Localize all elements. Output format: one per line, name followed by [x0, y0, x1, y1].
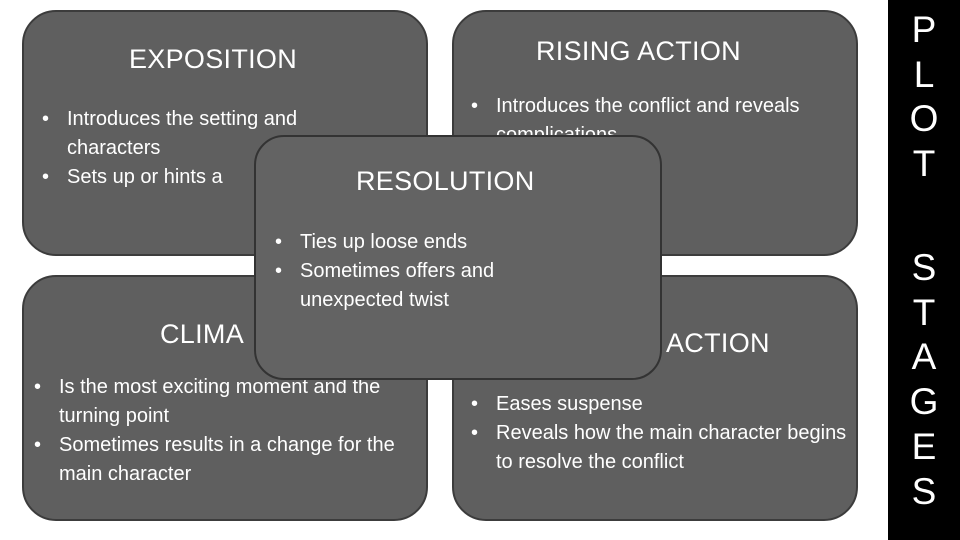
stages-letter: S: [911, 470, 937, 512]
resolution-bullets: Ties up loose ends Sometimes offers and …: [275, 228, 575, 315]
rising-action-title: RISING ACTION: [536, 36, 741, 66]
falling-action-bullets: Eases suspense Reveals how the main char…: [471, 390, 861, 477]
plot-stages-sidebar: P L O T S T A G E S: [888, 0, 960, 540]
plot-letter: O: [909, 98, 939, 140]
plot-letter: P: [911, 9, 937, 50]
exposition-bullet-2: Sets up or hints a: [42, 163, 382, 192]
plot-letter: L: [913, 53, 935, 95]
exposition-bullet-1: Introduces the setting and characters: [42, 105, 382, 163]
climax-bullet-2: Sometimes results in a change for the ma…: [34, 431, 419, 489]
falling-action-bullet-1: Eases suspense: [471, 390, 861, 419]
climax-bullets: Is the most exciting moment and the turn…: [34, 373, 419, 489]
stages-letter: T: [912, 291, 936, 333]
plot-letter: T: [912, 143, 936, 185]
exposition-box: EXPOSITION Introduces the setting and ch…: [22, 10, 428, 256]
stages-letter: S: [911, 247, 937, 288]
stages-letter: G: [909, 381, 939, 423]
stages-letter: E: [911, 425, 937, 467]
exposition-title: EXPOSITION: [129, 44, 298, 74]
falling-action-title: ACTION: [666, 328, 770, 358]
falling-action-bullet-2: Reveals how the main character begins to…: [471, 419, 861, 477]
climax-bullet-1: Is the most exciting moment and the turn…: [34, 373, 419, 431]
resolution-box: RESOLUTION Ties up loose ends Sometimes …: [254, 135, 662, 380]
resolution-title: RESOLUTION: [356, 166, 535, 196]
stages-word: S T A G E S: [888, 246, 960, 514]
climax-title: CLIMA: [160, 319, 245, 349]
stages-letter: A: [911, 336, 937, 378]
plot-word: P L O T: [888, 8, 960, 187]
resolution-bullet-2: Sometimes offers and unexpected twist: [275, 257, 575, 315]
exposition-bullets: Introduces the setting and characters Se…: [42, 105, 382, 192]
resolution-bullet-1: Ties up loose ends: [275, 228, 575, 257]
